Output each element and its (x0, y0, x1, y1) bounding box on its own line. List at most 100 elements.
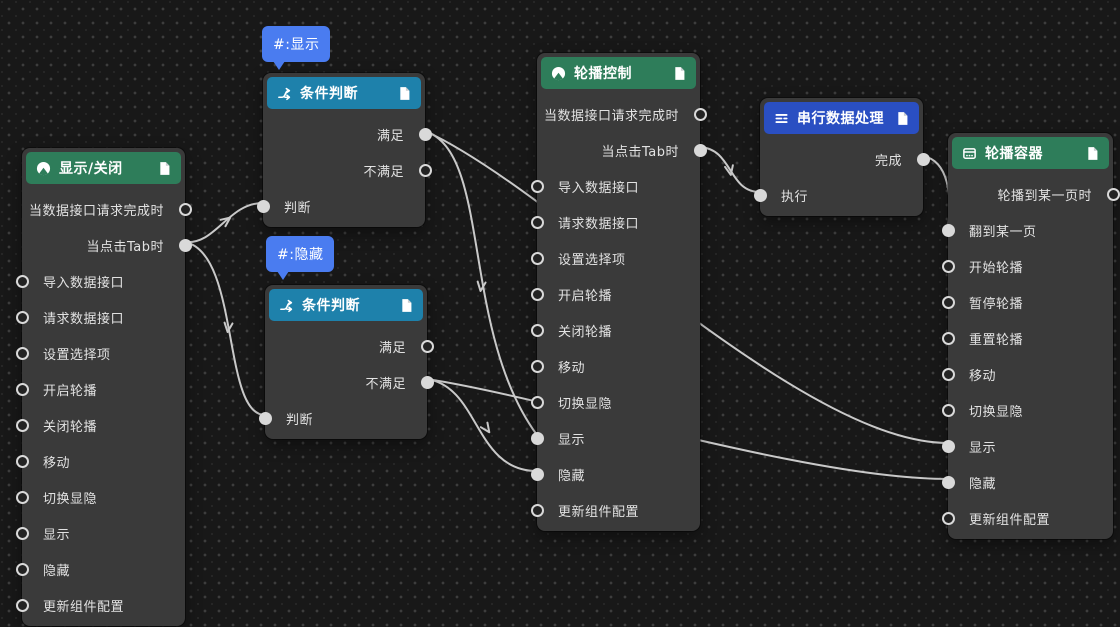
input-port[interactable] (15, 562, 29, 576)
input-port[interactable] (941, 367, 955, 381)
node-header[interactable]: 轮播控制 (541, 57, 696, 89)
document-icon[interactable] (896, 111, 909, 126)
input-port[interactable] (941, 295, 955, 309)
input-port[interactable] (530, 179, 544, 193)
port-row: 重置轮播 (941, 320, 1113, 356)
port-row: 设置选择项 (530, 240, 700, 276)
output-port[interactable] (420, 375, 434, 389)
port-row: 开始轮播 (941, 248, 1113, 284)
input-port[interactable] (941, 331, 955, 345)
input-port[interactable] (530, 503, 544, 517)
input-port[interactable] (530, 395, 544, 409)
port-label: 当数据接口请求完成时 (543, 108, 679, 124)
document-icon[interactable] (400, 298, 413, 313)
document-icon[interactable] (398, 86, 411, 101)
node-carousel-control[interactable]: 轮播控制 当数据接口请求完成时 当点击Tab时 导入数据接口 请求数据接口 设置… (530, 53, 707, 531)
port-label: 不满足 (365, 376, 406, 392)
port-rows: 当数据接口请求完成时 当点击Tab时 导入数据接口 请求数据接口 设置选择项 开… (530, 93, 707, 531)
input-port[interactable] (530, 251, 544, 265)
port-label: 显示 (969, 440, 997, 456)
wire-direction-arrow (223, 321, 234, 333)
node-header[interactable]: 轮播容器 (952, 137, 1109, 169)
port-label: 开启轮播 (558, 288, 613, 304)
comment-tag[interactable]: #:显示 (262, 26, 331, 70)
port-label: 移动 (43, 455, 71, 471)
port-label: 导入数据接口 (558, 180, 640, 196)
input-port[interactable] (15, 526, 29, 540)
wire[interactable] (184, 241, 266, 416)
output-port[interactable] (418, 163, 432, 177)
input-port[interactable] (15, 598, 29, 612)
node-header[interactable]: 串行数据处理 (764, 102, 919, 134)
port-row: 导入数据接口 (530, 168, 700, 204)
document-icon[interactable] (1086, 146, 1099, 161)
input-port[interactable] (753, 188, 767, 202)
node-carousel-container[interactable]: 轮播容器 轮播到某一页时 翻到某一页 开始轮播 暂停轮播 重置轮播 移动 切换显… (941, 133, 1120, 539)
node-header[interactable]: 条件判断 (269, 289, 423, 321)
port-label: 移动 (969, 368, 997, 384)
input-port[interactable] (941, 223, 955, 237)
port-label: 判断 (284, 200, 312, 216)
wire-direction-arrow (724, 164, 734, 176)
output-port[interactable] (1106, 187, 1120, 201)
input-port[interactable] (15, 310, 29, 324)
input-port[interactable] (941, 439, 955, 453)
output-port[interactable] (420, 339, 434, 353)
node-header[interactable]: 条件判断 (267, 77, 421, 109)
wire[interactable] (184, 202, 264, 244)
input-port[interactable] (256, 199, 270, 213)
input-port[interactable] (15, 418, 29, 432)
input-port[interactable] (941, 259, 955, 273)
wire[interactable] (426, 378, 538, 472)
document-icon[interactable] (158, 161, 171, 176)
port-row: 更新组件配置 (15, 587, 185, 623)
input-port[interactable] (530, 467, 544, 481)
output-port[interactable] (693, 107, 707, 121)
port-row: 当数据接口请求完成时 (537, 96, 707, 132)
container-icon (962, 146, 977, 161)
wire[interactable] (699, 146, 761, 193)
port-label: 关闭轮播 (558, 324, 613, 340)
input-port[interactable] (941, 403, 955, 417)
port-label: 更新组件配置 (558, 504, 640, 520)
output-port[interactable] (178, 202, 192, 216)
input-port[interactable] (530, 431, 544, 445)
wire[interactable] (922, 155, 951, 228)
input-port[interactable] (941, 475, 955, 489)
port-label: 当点击Tab时 (601, 144, 679, 160)
port-row: 切换显隐 (530, 384, 700, 420)
wire-direction-arrow (479, 421, 491, 434)
input-port[interactable] (530, 359, 544, 373)
port-row: 开启轮播 (530, 276, 700, 312)
input-port[interactable] (258, 411, 272, 425)
input-port[interactable] (15, 346, 29, 360)
output-port[interactable] (178, 238, 192, 252)
output-port[interactable] (418, 127, 432, 141)
wire-direction-arrow (476, 280, 487, 292)
port-label: 设置选择项 (43, 347, 111, 363)
document-icon[interactable] (673, 66, 686, 81)
input-port[interactable] (530, 287, 544, 301)
port-label: 暂停轮播 (969, 296, 1024, 312)
node-serial-data[interactable]: 串行数据处理 完成 执行 (753, 98, 930, 216)
port-row: 显示 (15, 515, 185, 551)
node-condition-show[interactable]: 条件判断 满足 不满足 判断 (256, 73, 432, 227)
input-port[interactable] (15, 274, 29, 288)
output-port[interactable] (916, 152, 930, 166)
port-row: 导入数据接口 (15, 263, 185, 299)
input-port[interactable] (941, 511, 955, 525)
input-port[interactable] (15, 382, 29, 396)
input-port[interactable] (530, 323, 544, 337)
port-label: 显示 (43, 527, 71, 543)
wire[interactable] (424, 130, 538, 436)
input-port[interactable] (15, 490, 29, 504)
node-header[interactable]: 显示/关闭 (26, 152, 181, 184)
input-port[interactable] (15, 454, 29, 468)
output-port[interactable] (693, 143, 707, 157)
node-show-close[interactable]: 显示/关闭 当数据接口请求完成时 当点击Tab时 导入数据接口 请求数据接口 设… (15, 148, 192, 626)
comment-tag[interactable]: #:隐藏 (266, 236, 335, 280)
input-port[interactable] (530, 215, 544, 229)
port-label: 导入数据接口 (43, 275, 125, 291)
node-condition-hide[interactable]: 条件判断 满足 不满足 判断 (258, 285, 434, 439)
